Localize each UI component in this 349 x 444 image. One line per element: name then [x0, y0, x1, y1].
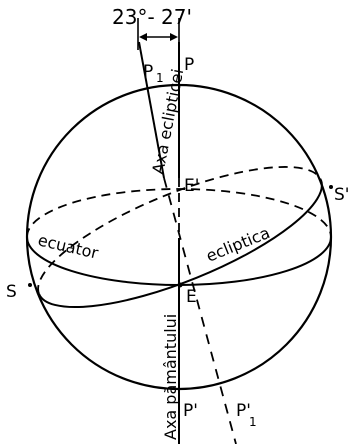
label-ecuator: ecuator	[36, 230, 100, 262]
point-S-prime	[329, 185, 333, 189]
label-E: E	[186, 287, 197, 307]
label-P1-sub: 1	[156, 71, 164, 85]
label-S: S	[6, 282, 17, 302]
label-earth-axis: Axa pământului	[161, 314, 180, 440]
ecliptic-axis-line	[138, 41, 165, 179]
ecliptic-back	[37, 166, 322, 295]
ecliptic-axis-line-dashed	[163, 177, 237, 444]
equator-back	[26, 188, 332, 238]
angle-arrowhead-left	[139, 33, 147, 41]
label-E-prime: E'	[184, 176, 199, 196]
label-P1: P	[143, 62, 153, 82]
point-E	[177, 282, 183, 288]
ecliptic-front	[38, 179, 323, 309]
label-P: P	[184, 55, 194, 75]
label-P1-prime-sub: 1	[249, 415, 257, 429]
label-S-prime: S'	[334, 185, 349, 205]
point-S	[28, 283, 32, 287]
angle-arrowhead-right	[170, 33, 178, 41]
label-P-prime: P'	[183, 401, 198, 421]
label-P1-prime: P'	[236, 401, 251, 421]
angle-label: 23°- 27'	[112, 5, 192, 29]
